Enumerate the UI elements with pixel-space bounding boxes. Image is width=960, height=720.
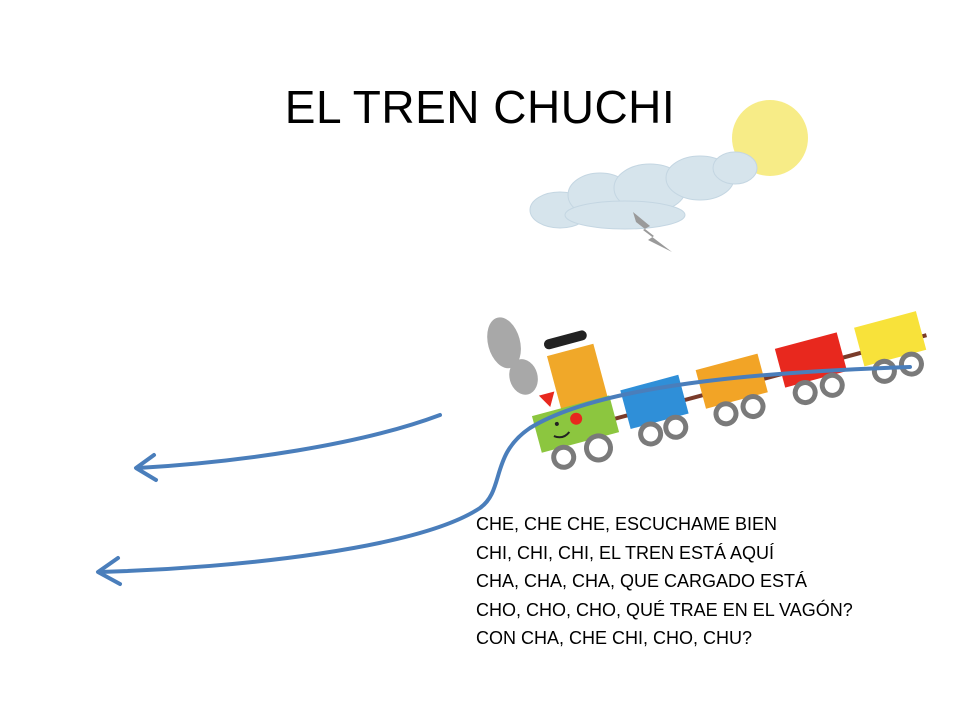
lyric-line: CHO, CHO, CHO, QUÉ TRAE EN EL VAGÓN? [476,599,853,620]
train-illustration [487,311,927,470]
arrow-left-icon [96,556,122,586]
cloud-icon [529,151,758,230]
lyric-line: CHA, CHA, CHA, QUE CARGADO ESTÁ [476,571,808,591]
arrow-left-icon [134,453,158,482]
slide-title: EL TREN CHUCHI [284,81,676,133]
smoke-icon [487,317,538,395]
lightning-icon [633,212,672,252]
lyrics-text: CHE, CHE CHE, ESCUCHAME BIEN CHI, CHI, C… [476,510,853,653]
lyric-line: CHI, CHI, CHI, EL TREN ESTÁ AQUÍ [476,542,775,563]
track [98,365,912,574]
lyric-line: CON CHA, CHE CHI, CHO, CHU? [476,628,753,648]
lyric-line: CHE, CHE CHE, ESCUCHAME BIEN [476,514,778,534]
